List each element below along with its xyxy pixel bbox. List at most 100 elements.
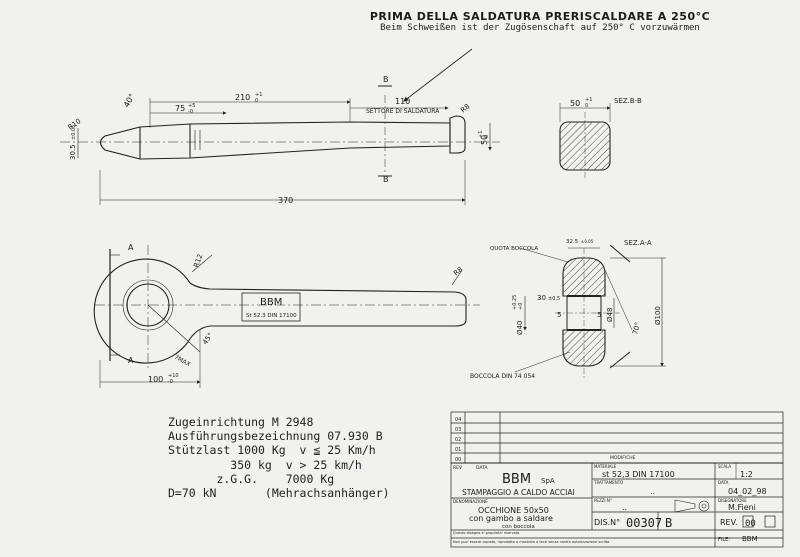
materiale-value: st 52,3 DIN 17100 xyxy=(602,470,675,479)
company-logo-text: BBM xyxy=(502,472,531,487)
pezzi-label: PEZZI N° xyxy=(594,498,612,503)
dim-100-section: Ø100 xyxy=(654,306,662,325)
dim-7max: 7MAX xyxy=(173,354,191,369)
settore-label: SETTORE DI SALDATURA xyxy=(366,108,440,115)
data-value: 04_02_98 xyxy=(728,487,767,496)
company-suffix: SpA xyxy=(541,477,555,485)
disegnatore-value: M.Fieni xyxy=(728,503,756,512)
spec-line-3: Stützlast 1000 Kg v ≦ 25 Km/h xyxy=(168,443,376,458)
trattamento-value: .. xyxy=(650,487,655,496)
section-a-a xyxy=(514,244,666,378)
dim-75-tol-dn: -0 xyxy=(188,109,193,115)
section-b-b xyxy=(559,103,611,180)
pezzi-value: .. xyxy=(622,503,627,512)
dim-210: 210 xyxy=(235,93,250,102)
rev-row-01: 01 xyxy=(455,447,461,453)
title-block-frame xyxy=(450,411,784,548)
preheat-leader xyxy=(403,48,473,102)
section-b-b-title: SEZ.B-B xyxy=(614,97,642,105)
dim-40-tol-up: +0.25 xyxy=(512,295,518,310)
dim-30-tol: ±0.5 xyxy=(548,296,560,302)
disegnatore-label: DISEGNATORE xyxy=(718,498,747,503)
section-a-a-title: SEZ.A-A xyxy=(624,239,652,247)
company-sub: STAMPAGGIO A CALDO ACCIAI xyxy=(462,488,575,497)
footer-line2: Non puo' essere copiato, riprodotto o mo… xyxy=(453,540,609,544)
dim-100-tol-up: +10 xyxy=(168,373,179,379)
dis-letter: B xyxy=(665,516,672,530)
denominazione-line2: con gambo a saldare xyxy=(469,514,553,523)
spec-line-4: 350 kg v > 25 km/h xyxy=(168,457,362,472)
dim-100-tol-dn: -0 xyxy=(168,379,173,385)
dim-210-tol-dn: 0 xyxy=(255,98,258,104)
rev-col-rev: REV xyxy=(453,465,463,471)
dim-110: 110 xyxy=(395,97,410,106)
dim-210-tol-up: +1 xyxy=(255,92,262,98)
section-b-b-dim-50: 50 xyxy=(570,99,580,108)
spec-line-1: Zugeinrichtung M 2948 xyxy=(168,415,314,429)
angle-45: 45° xyxy=(201,331,215,346)
scala-label: SCALA xyxy=(718,464,731,469)
dim-32-5-tol: ±0.05 xyxy=(581,239,594,244)
spec-line-5: z.G.G. 7000 Kg xyxy=(168,471,335,486)
materiale-label: MATERIALE xyxy=(594,464,617,469)
dim-50-tol-up: +1 xyxy=(478,131,484,138)
rev-value: 00 xyxy=(745,519,756,529)
section-mark-a-top: A xyxy=(128,243,134,252)
rev-row-03: 03 xyxy=(455,427,461,433)
radius-r8-front: R8 xyxy=(452,265,464,277)
front-label-bbm: BBM xyxy=(260,297,282,308)
rev-col-data: DATA xyxy=(476,465,489,471)
section-mark-b-bottom: B xyxy=(383,175,389,184)
header-line1: PRIMA DELLA SALDATURA PRERISCALDARE A 25… xyxy=(369,10,711,23)
data-label: DATA xyxy=(718,480,729,485)
rev-col-modifiche: MODIFICHE xyxy=(610,455,636,461)
rev-row-02: 02 xyxy=(455,437,461,443)
dim-30-5-tol: ±0.05 xyxy=(71,125,77,140)
footer-line1: Questo disegno e' proprieta' riservata xyxy=(453,531,519,535)
rev-label: REV. xyxy=(720,518,738,527)
section-mark-a-bottom: A xyxy=(128,356,134,365)
spec-line-2: Ausführungsbezeichnung 07.930 B xyxy=(168,429,383,444)
header-note: PRIMA DELLA SALDATURA PRERISCALDARE A 25… xyxy=(360,10,720,33)
dis-label: DIS.N° xyxy=(594,518,620,527)
dim-40: Ø40 xyxy=(516,321,524,335)
dim-30: 30 xyxy=(537,294,546,302)
front-view xyxy=(93,245,480,388)
radius-r8-top: R8 xyxy=(459,102,471,114)
spec-note: Zugeinrichtung M 2948 Ausführungsbezeich… xyxy=(168,415,418,500)
scala-value: 1:2 xyxy=(740,470,753,479)
dim-32-5: 32.5 xyxy=(566,239,579,245)
quota-boccola: QUOTA BOCCOLA xyxy=(490,246,538,252)
dim-75: 75 xyxy=(175,104,185,113)
file-label: FILE: xyxy=(718,537,730,543)
dim-5-left: 5 xyxy=(557,311,561,319)
denominazione-label: DENOMINAZIONE xyxy=(453,499,488,504)
dim-75-tol-up: +5 xyxy=(188,103,195,109)
rev-row-00: 00 xyxy=(455,457,461,463)
denominazione-line3: con boccola xyxy=(502,524,535,530)
top-view xyxy=(60,85,500,205)
dim-40-tol-dn: +0 xyxy=(518,303,524,310)
projection-symbol xyxy=(674,499,710,513)
dim-50: 50 xyxy=(480,135,489,145)
file-value: BBM xyxy=(742,535,758,543)
section-b-b-tol-up: +1 xyxy=(585,97,592,103)
dim-30-5: 30.5 xyxy=(69,144,77,160)
boccola-label: BOCCOLA DIN 74 054 xyxy=(470,373,535,380)
dim-100: 100 xyxy=(148,375,163,384)
trattamento-label: TRATTAMENTO xyxy=(593,480,623,485)
dim-5-right: 5 xyxy=(597,311,601,319)
section-mark-b-top: B xyxy=(383,75,389,84)
dim-48: Ø48 xyxy=(606,308,614,322)
header-line2: Beim Schweißen ist der Zugösenschaft auf… xyxy=(380,23,700,33)
dis-number: 00307 xyxy=(626,516,662,530)
front-label-material: St 52.3 DIN 17100 xyxy=(246,313,297,319)
dim-370: 370 xyxy=(278,196,293,205)
spec-line-6: D=70 kN (Mehrachsanhänger) xyxy=(168,486,390,501)
angle-70: 70° xyxy=(631,321,642,335)
radius-r12: R12 xyxy=(192,253,204,269)
rev-row-04: 04 xyxy=(455,417,461,423)
dim-50-tol-dn: 0 xyxy=(484,135,490,138)
